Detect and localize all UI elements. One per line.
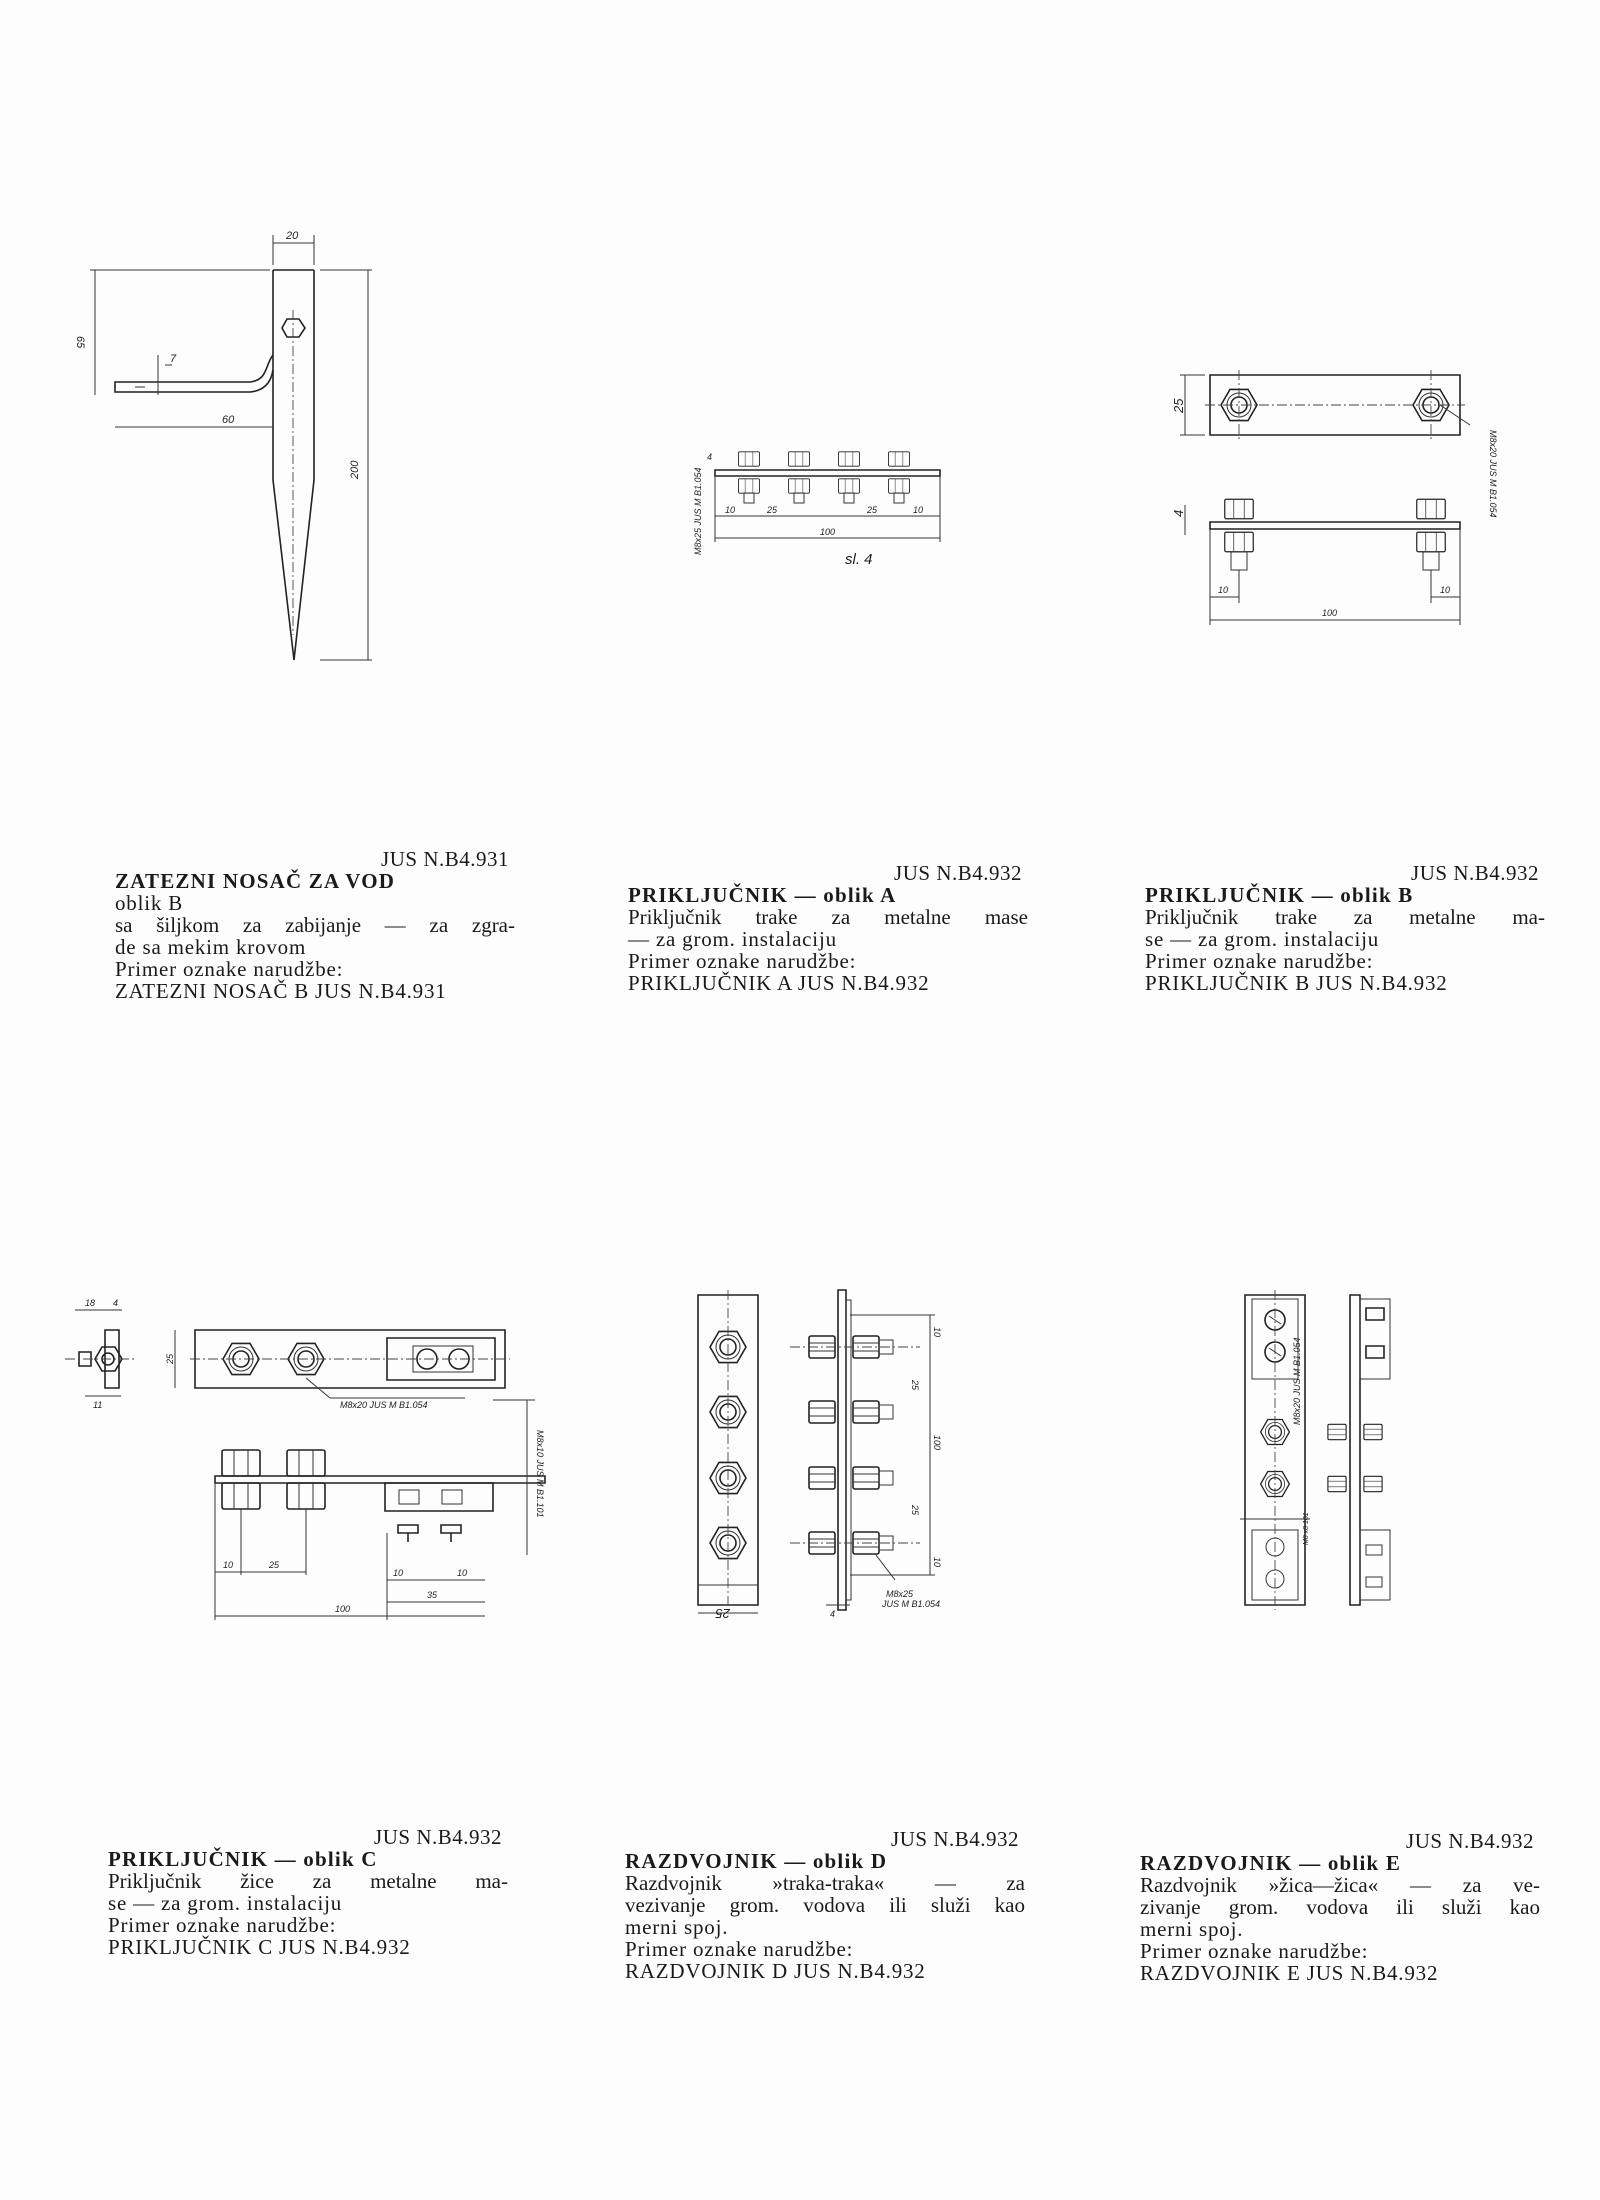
dim-label: M8x20 JUS M B1.054 — [340, 1400, 428, 1410]
caption-prikljucnik-c: JUS N.B4.932 PRIKLJUČNIK — oblik C Prikl… — [108, 1826, 508, 1958]
order-designation: ZATEZNI NOSAČ B JUS N.B4.931 — [115, 979, 447, 1003]
dim-label: 25 — [715, 1606, 731, 1621]
caption-line: Primer oznake narudžbe: — [628, 949, 857, 973]
caption-line: oblik B — [115, 891, 184, 915]
caption-line: Priključnik trake za metalne mase — [628, 905, 1028, 929]
caption-line: Razdvojnik »traka-traka« — za — [625, 1871, 1025, 1895]
figure-zatezni-nosac: 20 65 7 60 200 — [74, 230, 410, 675]
caption-line: Priključnik žice za metalne ma- — [108, 1869, 508, 1893]
dim-label: 4 — [113, 1298, 118, 1308]
dim-label: 7 — [170, 353, 177, 365]
dim-label: M8 x8 101 — [1303, 1512, 1310, 1545]
dim-label: 4 — [830, 1609, 835, 1619]
item-title: PRIKLJUČNIK — oblik B — [1145, 883, 1414, 907]
figure-razdvojnik-e: M8x20 JUS M B1.054 M8 x8 101 — [1240, 1285, 1440, 1630]
item-title: RAZDVOJNIK — oblik E — [1140, 1851, 1402, 1875]
dim-label: 4 — [707, 452, 712, 462]
caption-line: Primer oznake narudžbe: — [115, 957, 344, 981]
dim-label: 10 — [1218, 585, 1228, 595]
dim-label: M8x25 — [886, 1589, 914, 1599]
caption-line: Primer oznake narudžbe: — [1140, 1939, 1369, 1963]
caption-line: de sa mekim krovom — [115, 935, 307, 959]
dim-label: 18 — [85, 1298, 95, 1308]
dim-label: 25 — [866, 505, 878, 515]
dim-label: 20 — [285, 230, 299, 242]
dim-label: 100 — [820, 527, 835, 537]
dim-label: 10 — [932, 1557, 942, 1567]
caption-line: Primer oznake narudžbe: — [625, 1937, 854, 1961]
order-designation: PRIKLJUČNIK A JUS N.B4.932 — [628, 971, 930, 995]
dim-label: 10 — [457, 1568, 467, 1578]
figure-prikljucnik-a: 4 10 25 100 25 10 M8x25 JUS M B1.054 sl.… — [693, 451, 955, 568]
dim-label: 25 — [766, 505, 778, 515]
figure-prikljucnik-b: 25 4 10 100 10 M8x20 JUS M B1.054 — [1171, 365, 1498, 640]
caption-line: vezivanje grom. vodova ili služi kao — [625, 1893, 1025, 1917]
order-designation: RAZDVOJNIK D JUS N.B4.932 — [625, 1959, 926, 1983]
dim-label: 65 — [74, 336, 86, 349]
item-title: RAZDVOJNIK — oblik D — [625, 1849, 888, 1873]
figure-razdvojnik-d: 25 10 25 100 25 10 M8x25 JUS M B1.054 4 — [690, 1285, 942, 1621]
figure-prikljucnik-c: 18 4 11 25 M8x20 JUS M B1.054 10 25 10 1… — [65, 1298, 545, 1635]
caption-line: Priključnik trake za metalne ma- — [1145, 905, 1545, 929]
dim-label: 35 — [427, 1590, 438, 1600]
dim-label: M8x20 JUS M B1.054 — [1292, 1337, 1302, 1425]
caption-line: Primer oznake narudžbe: — [108, 1913, 337, 1937]
item-title: ZATEZNI NOSAČ ZA VOD — [115, 869, 396, 893]
order-designation: PRIKLJUČNIK B JUS N.B4.932 — [1145, 971, 1448, 995]
dim-label: 10 — [913, 505, 923, 515]
dim-label: M8x10 JUS M B1.101 — [535, 1430, 545, 1518]
caption-razdvojnik-e: JUS N.B4.932 RAZDVOJNIK — oblik E Razdvo… — [1140, 1830, 1540, 1984]
dim-label: 100 — [932, 1435, 942, 1450]
dim-label: 25 — [910, 1379, 920, 1391]
caption-line: Primer oznake narudžbe: — [1145, 949, 1374, 973]
standard-number: JUS N.B4.932 — [1411, 861, 1539, 885]
standard-number: JUS N.B4.932 — [374, 1825, 502, 1849]
dim-label: 100 — [335, 1604, 350, 1614]
caption-zatezni-nosac: JUS N.B4.931 ZATEZNI NOSAČ ZA VOD oblik … — [115, 848, 515, 1002]
standard-number: JUS N.B4.932 — [891, 1827, 1019, 1851]
dim-label: 25 — [910, 1504, 920, 1516]
caption-line: merni spoj. — [625, 1915, 729, 1939]
dim-label: 25 — [1171, 398, 1186, 414]
caption-razdvojnik-d: JUS N.B4.932 RAZDVOJNIK — oblik D Razdvo… — [625, 1828, 1025, 1982]
caption-line: Razdvojnik »žica—žica« — za ve- — [1140, 1873, 1540, 1897]
dim-label: 10 — [393, 1568, 403, 1578]
dim-label: 100 — [1322, 608, 1337, 618]
item-title: PRIKLJUČNIK — oblik A — [628, 883, 897, 907]
standard-number: JUS N.B4.932 — [1406, 1829, 1534, 1853]
dim-label: 10 — [725, 505, 735, 515]
dim-label: 4 — [1171, 510, 1186, 517]
dim-label: 200 — [349, 460, 361, 480]
caption-line: sa šiljkom za zabijanje — za zgra- — [115, 913, 515, 937]
dim-label: M8x20 JUS M B1.054 — [1488, 430, 1498, 518]
item-title: PRIKLJUČNIK — oblik C — [108, 1847, 378, 1871]
caption-line: se — za grom. instalaciju — [108, 1891, 343, 1915]
dim-label: 11 — [93, 1400, 102, 1410]
standard-number: JUS N.B4.932 — [894, 861, 1022, 885]
caption-line: se — za grom. instalaciju — [1145, 927, 1380, 951]
caption-prikljucnik-b: JUS N.B4.932 PRIKLJUČNIK — oblik B Prikl… — [1145, 862, 1545, 994]
caption-line: — za grom. instalaciju — [628, 927, 837, 951]
figure-label: sl. 4 — [845, 551, 873, 568]
dim-label: 10 — [1440, 585, 1450, 595]
dim-label: 25 — [165, 1353, 175, 1365]
dim-label: M8x25 JUS M B1.054 — [693, 467, 703, 555]
standard-number: JUS N.B4.931 — [381, 847, 509, 871]
caption-prikljucnik-a: JUS N.B4.932 PRIKLJUČNIK — oblik A Prikl… — [628, 862, 1028, 994]
dim-label: JUS M B1.054 — [881, 1599, 940, 1609]
order-designation: RAZDVOJNIK E JUS N.B4.932 — [1140, 1961, 1439, 1985]
caption-line: merni spoj. — [1140, 1917, 1244, 1941]
order-designation: PRIKLJUČNIK C JUS N.B4.932 — [108, 1935, 411, 1959]
caption-line: zivanje grom. vodova ili služi kao — [1140, 1895, 1540, 1919]
dim-label: 10 — [223, 1560, 233, 1570]
dim-label: 25 — [268, 1560, 280, 1570]
dim-label: 10 — [932, 1327, 942, 1337]
dim-label: 60 — [222, 414, 235, 426]
